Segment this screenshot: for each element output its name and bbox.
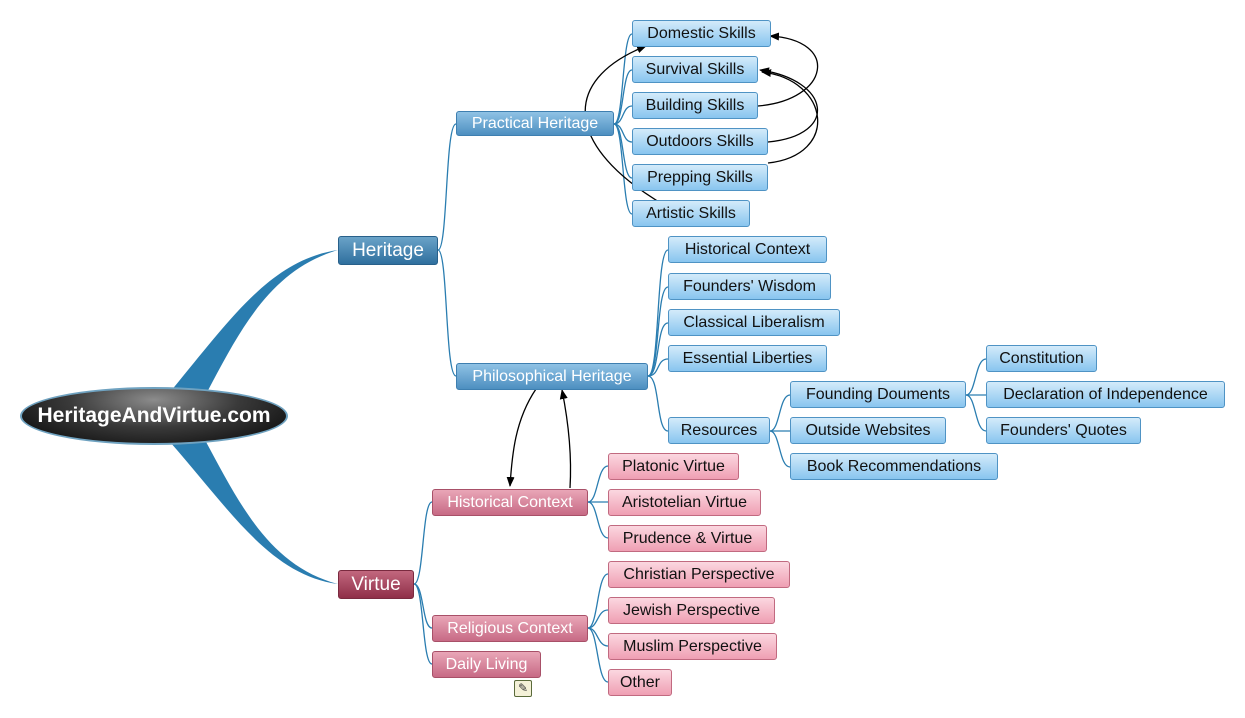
topic-essential-liberties[interactable]: Essential Liberties xyxy=(668,345,827,372)
topic-muslim-perspective[interactable]: Muslim Perspective xyxy=(608,633,777,660)
topic-domestic-skills[interactable]: Domestic Skills xyxy=(632,20,771,47)
topic-founders-quotes[interactable]: Founders' Quotes xyxy=(986,417,1141,444)
topic-constitution[interactable]: Constitution xyxy=(986,345,1097,372)
link-phil-essential xyxy=(647,358,669,377)
link-virtue-historical xyxy=(413,501,433,585)
topic-founders-wisdom[interactable]: Founders' Wisdom xyxy=(668,273,831,300)
topic-declaration-of-independence[interactable]: Declaration of Independence xyxy=(986,381,1225,408)
topic-survival-skills[interactable]: Survival Skills xyxy=(632,56,758,83)
central-topic[interactable]: HeritageAndVirtue.com xyxy=(20,387,288,445)
link-practical-survival xyxy=(613,69,633,125)
link-hc-platonic xyxy=(587,465,609,503)
topic-aristotelian-virtue[interactable]: Aristotelian Virtue xyxy=(608,489,761,516)
relationship-arrow xyxy=(506,388,537,487)
topic-classical-liberalism[interactable]: Classical Liberalism xyxy=(668,309,840,336)
link-virtue-daily xyxy=(413,583,433,665)
topic-resources[interactable]: Resources xyxy=(668,417,770,444)
link-rc-other xyxy=(587,627,609,683)
relationship-arrow xyxy=(757,32,819,107)
link-practical-building xyxy=(613,105,633,125)
link-fd-quotes xyxy=(965,394,987,432)
topic-christian-perspective[interactable]: Christian Perspective xyxy=(608,561,790,588)
topic-platonic-virtue[interactable]: Platonic Virtue xyxy=(608,453,739,480)
root-branch-heritage xyxy=(170,250,338,396)
topic-outside-websites[interactable]: Outside Websites xyxy=(790,417,946,444)
topic-outdoors-skills[interactable]: Outdoors Skills xyxy=(632,128,768,155)
note-icon[interactable]: ✎ xyxy=(514,680,532,697)
link-hc-prudence xyxy=(587,501,609,539)
link-phil-founders xyxy=(647,286,669,377)
topic-virtue[interactable]: Virtue xyxy=(338,570,414,599)
link-practical-domestic xyxy=(613,33,633,125)
relationship-arrow xyxy=(759,67,819,143)
link-phil-classical xyxy=(647,322,669,377)
topic-daily-living[interactable]: Daily Living xyxy=(432,651,541,678)
topic-artistic-skills[interactable]: Artistic Skills xyxy=(632,200,750,227)
link-res-founding xyxy=(769,394,791,432)
topic-book-recommendations[interactable]: Book Recommendations xyxy=(790,453,998,480)
link-phil-resources xyxy=(647,375,669,432)
root-branch-virtue xyxy=(170,440,338,584)
topic-historical-context-heritage[interactable]: Historical Context xyxy=(668,236,827,263)
link-heritage-practical xyxy=(437,123,457,251)
topic-prudence-virtue[interactable]: Prudence & Virtue xyxy=(608,525,767,552)
link-heritage-philosophical xyxy=(437,249,457,377)
topic-heritage[interactable]: Heritage xyxy=(338,236,438,265)
topic-other[interactable]: Other xyxy=(608,669,672,696)
relationship-arrow xyxy=(761,69,819,164)
link-phil-historical xyxy=(647,249,669,377)
link-practical-artistic xyxy=(613,123,633,215)
relationship-arrow xyxy=(559,389,572,489)
topic-philosophical-heritage[interactable]: Philosophical Heritage xyxy=(456,363,648,390)
topic-building-skills[interactable]: Building Skills xyxy=(632,92,758,119)
topic-religious-context[interactable]: Religious Context xyxy=(432,615,588,642)
topic-prepping-skills[interactable]: Prepping Skills xyxy=(632,164,768,191)
topic-jewish-perspective[interactable]: Jewish Perspective xyxy=(608,597,775,624)
topic-founding-documents[interactable]: Founding Douments xyxy=(790,381,966,408)
link-res-books xyxy=(769,430,791,468)
topic-practical-heritage[interactable]: Practical Heritage xyxy=(456,111,614,136)
link-rc-christian xyxy=(587,573,609,629)
link-fd-constitution xyxy=(965,358,987,396)
link-rc-jewish xyxy=(587,609,609,629)
topic-historical-context-virtue[interactable]: Historical Context xyxy=(432,489,588,516)
